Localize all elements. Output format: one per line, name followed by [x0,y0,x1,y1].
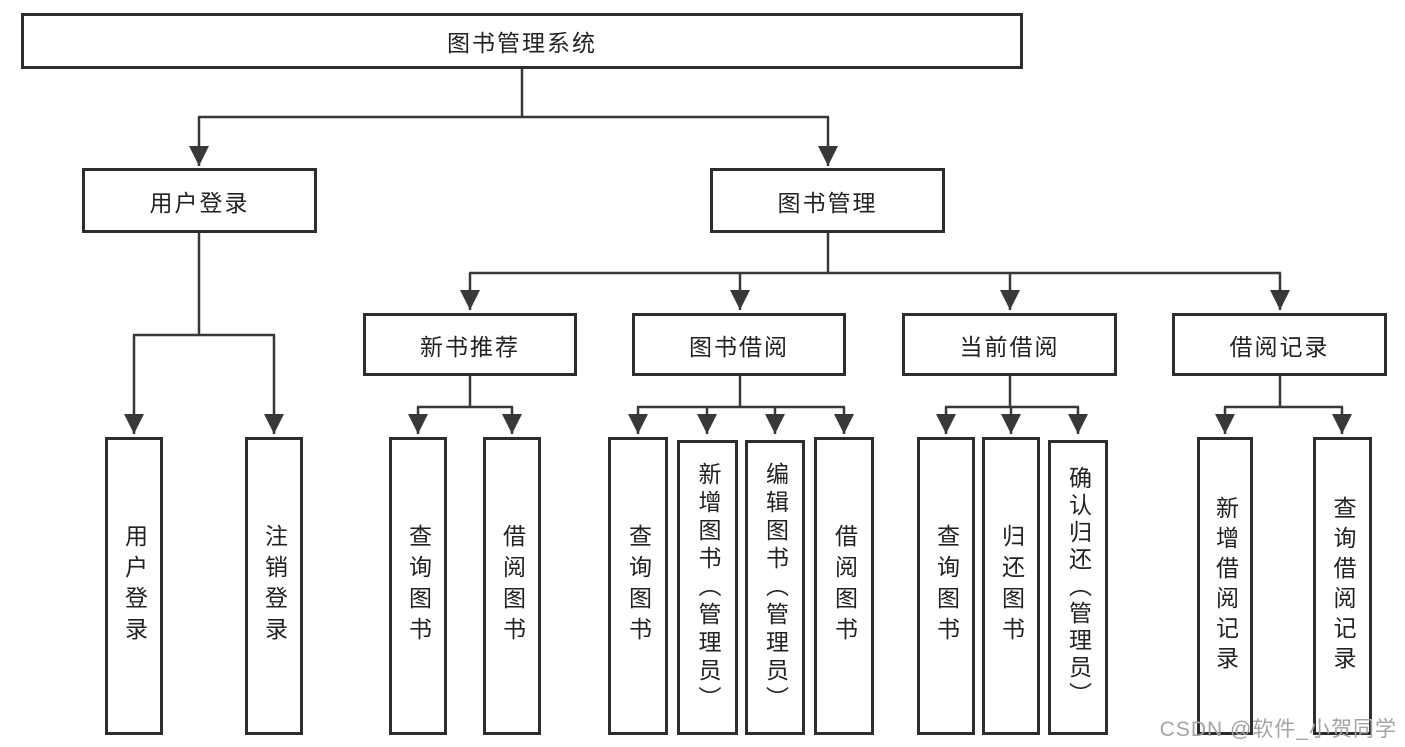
csdn-watermark: CSDN @软件_小贺同学 [1159,718,1397,741]
leaf-borrow-book-2: 借阅图书 [814,437,874,735]
leaf-edit-book-admin: 编辑图书（管理员） [745,440,805,735]
node-user-login: 用户登录 [82,168,317,233]
node-library-system: 图书管理系统 [21,13,1023,69]
node-book-management: 图书管理 [710,168,945,233]
leaf-confirm-return-admin: 确认归还（管理员） [1048,440,1108,735]
leaf-add-borrow-record: 新增借阅记录 [1197,437,1253,735]
leaf-borrow-book-1: 借阅图书 [483,437,541,735]
node-borrow-records: 借阅记录 [1172,313,1387,376]
leaf-add-book-admin: 新增图书（管理员） [677,440,738,735]
leaf-query-book-2: 查询图书 [608,437,668,735]
node-book-borrow: 图书借阅 [632,313,846,376]
leaf-user-login: 用户登录 [105,437,163,735]
leaf-logout: 注销登录 [245,437,303,735]
leaf-query-book-3: 查询图书 [917,437,975,735]
leaf-query-book-1: 查询图书 [389,437,447,735]
leaf-return-book: 归还图书 [982,437,1040,735]
node-current-borrow: 当前借阅 [902,313,1117,376]
leaf-query-borrow-record: 查询借阅记录 [1313,437,1372,735]
node-new-book-recommend: 新书推荐 [363,313,577,376]
